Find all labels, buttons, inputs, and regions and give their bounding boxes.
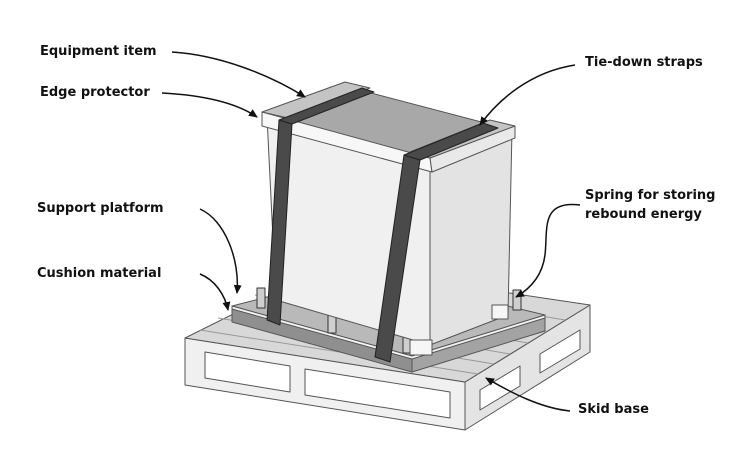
arrow-equipment-item xyxy=(171,51,306,98)
label-spring-line1: Spring for storing xyxy=(585,188,716,203)
label-edge-protector: Edge protector xyxy=(40,85,150,100)
arrow-support-platform xyxy=(199,208,242,294)
label-support-platform: Support platform xyxy=(37,201,164,216)
label-tie-down-straps: Tie-down straps xyxy=(585,55,703,70)
label-cushion-material: Cushion material xyxy=(37,266,162,281)
tie-down-straps xyxy=(266,87,499,363)
label-skid-base: Skid base xyxy=(578,402,649,417)
arrow-skid-base xyxy=(485,377,571,412)
label-spring-line2: rebound energy xyxy=(585,207,702,222)
arrow-tie-down-straps xyxy=(479,64,576,126)
arrow-cushion-material xyxy=(199,273,231,311)
label-equipment-item: Equipment item xyxy=(40,44,157,59)
arrow-edge-protector xyxy=(161,92,258,118)
arrow-spring xyxy=(515,203,581,298)
